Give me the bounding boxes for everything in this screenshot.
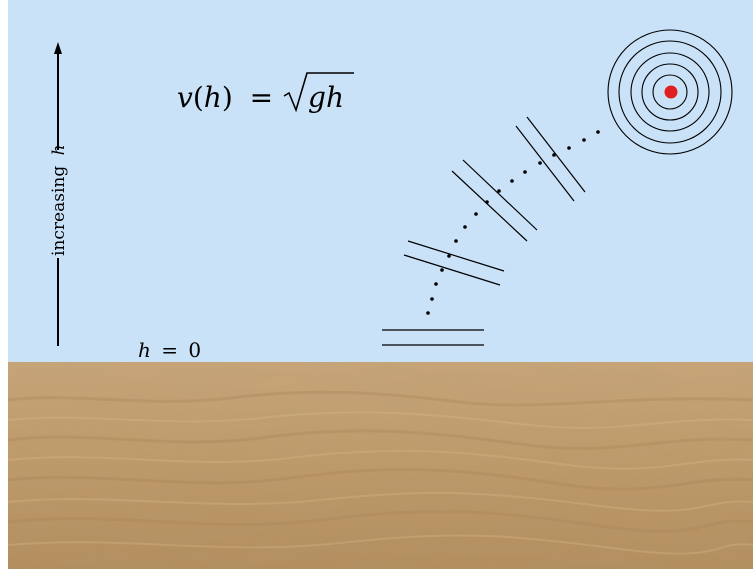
wavefront-2: [407, 240, 505, 272]
ray-path-dots: [426, 130, 600, 315]
wavefront-4: [526, 116, 586, 193]
svg-text:v(h) =: v(h) =: [177, 81, 273, 114]
axis-label: increasing h: [49, 144, 69, 256]
sky-background: [8, 0, 753, 362]
ring-3: [630, 52, 710, 132]
wavefront-2b: [403, 254, 501, 286]
wavefront-4b: [515, 125, 575, 202]
ring-2: [618, 40, 722, 144]
sqrt-sign: [283, 72, 354, 113]
wavefront-3b: [451, 170, 528, 242]
height-axis-arrow: [54, 42, 62, 346]
ring-1: [607, 29, 733, 155]
ring-5: [652, 74, 688, 110]
concentric-rings: [607, 29, 733, 155]
wavefront-lines: [382, 116, 586, 346]
svg-text:gh: gh: [308, 81, 344, 114]
velocity-formula: v(h) = gh: [177, 72, 354, 114]
wavefront-3: [462, 159, 538, 231]
sand-ground: [7, 362, 753, 569]
ring-4: [641, 63, 699, 121]
ground-label: h = 0: [138, 338, 201, 362]
source-dot: [664, 85, 678, 99]
